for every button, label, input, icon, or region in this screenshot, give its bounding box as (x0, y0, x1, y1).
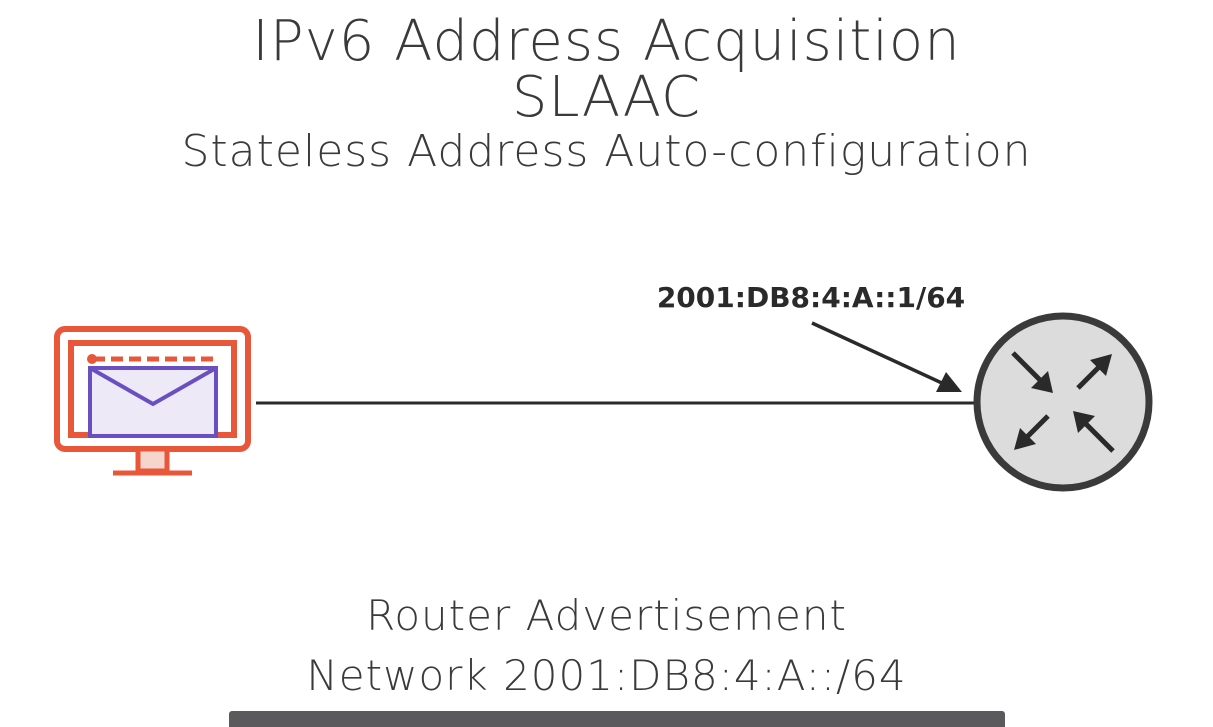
caption-block: Router Advertisement Network 2001:DB8:4:… (0, 586, 1213, 706)
envelope-icon (88, 366, 218, 438)
title-block: IPv6 Address Acquisition SLAAC Stateless… (0, 14, 1213, 174)
router-address-label: 2001:DB8:4:A::1/64 (657, 281, 965, 314)
router-icon (973, 312, 1153, 492)
address-pointer-arrow (811, 321, 962, 392)
bottom-bar (229, 711, 1005, 727)
page-subtitle-expanded: Stateless Address Auto-configuration (181, 126, 1032, 177)
page-title: IPv6 Address Acquisition (252, 9, 961, 74)
caption-network-prefix: Network 2001:DB8:4:A::/64 (306, 651, 907, 700)
caption-router-advertisement: Router Advertisement (366, 591, 847, 640)
page-subtitle: SLAAC (511, 65, 702, 130)
